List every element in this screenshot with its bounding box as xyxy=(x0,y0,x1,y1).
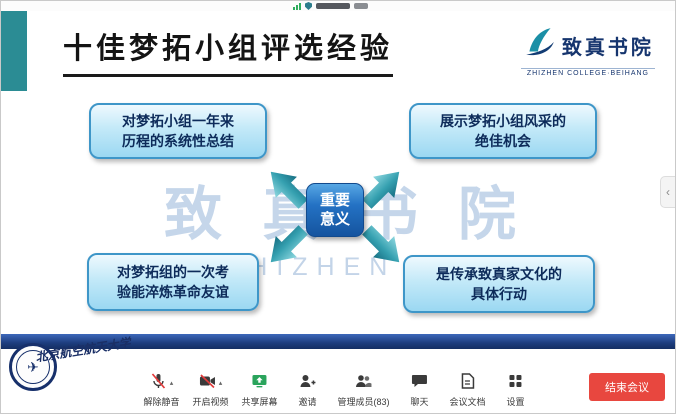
slide-title: 十佳梦拓小组评选经验 xyxy=(63,25,394,77)
settings-button[interactable]: 设置 xyxy=(499,373,533,408)
settings-icon xyxy=(507,372,525,395)
university-logo: ✈ 北京航空航天大学 xyxy=(9,336,132,409)
college-name-en: ZHIZHEN COLLEGE·BEIHANG xyxy=(520,68,655,77)
meeting-topbar xyxy=(1,1,675,11)
camera-off-icon xyxy=(199,372,217,395)
mic-options-caret[interactable]: ▴ xyxy=(169,379,174,387)
tool-label: 设置 xyxy=(506,397,525,407)
meeting-footer: ✈ 北京航空航天大学 ▴ 解除静音 xyxy=(1,336,675,413)
manage-members-button[interactable]: 管理成员(83) xyxy=(338,373,390,408)
network-signal-icon xyxy=(293,2,301,10)
microphone-muted-icon xyxy=(150,372,168,395)
college-name-cn: 致真书院 xyxy=(561,37,654,59)
slide-box-bottom-right: 是传承致真家文化的 具体行动 xyxy=(403,255,595,313)
chat-icon xyxy=(411,372,429,395)
tool-label: 管理成员(83) xyxy=(337,397,390,407)
slide-bottom-bar xyxy=(1,334,675,349)
unmute-button[interactable]: ▴ 解除静音 xyxy=(143,372,180,408)
slide-box-bottom-left: 对梦拓组的一次考 验能淬炼革命友谊 xyxy=(87,253,259,311)
tool-label: 开启视频 xyxy=(192,397,229,407)
share-screen-icon xyxy=(250,372,268,395)
tool-label: 聊天 xyxy=(410,397,429,407)
meeting-duration-pill xyxy=(354,3,368,9)
invite-button[interactable]: 邀请 xyxy=(291,373,325,408)
meeting-docs-button[interactable]: 会议文档 xyxy=(449,372,486,408)
meeting-id-pill xyxy=(316,3,350,9)
slide-box-top-right: 展示梦拓小组风采的 绝佳机会 xyxy=(409,103,597,159)
start-video-button[interactable]: ▴ 开启视频 xyxy=(192,373,228,408)
slide-box-top-left: 对梦拓小组一年来 历程的系统性总结 xyxy=(89,103,267,159)
meeting-toolbar: ▴ 解除静音 ▴ 开启视频 xyxy=(143,372,533,408)
university-emblem-icon: ✈ xyxy=(9,343,57,391)
university-name: 北京航空航天大学 xyxy=(34,335,132,365)
shared-slide: 十佳梦拓小组评选经验 致真书院 ZHIZHEN COLLEGE·BEIHANG … xyxy=(1,11,675,353)
members-icon xyxy=(355,372,373,395)
slide-center-badge: 重要 意义 xyxy=(306,183,364,237)
chat-button[interactable]: 聊天 xyxy=(403,373,437,408)
invite-icon xyxy=(299,372,317,395)
meeting-docs-icon xyxy=(459,372,477,395)
sail-logo-icon xyxy=(522,25,558,66)
share-screen-button[interactable]: 共享屏幕 xyxy=(241,372,278,408)
tool-label: 共享屏幕 xyxy=(241,397,278,407)
chevron-left-icon: ‹ xyxy=(666,185,670,199)
meeting-topbar-icons[interactable] xyxy=(293,2,368,10)
panel-collapse-handle[interactable]: ‹ xyxy=(660,176,675,208)
college-logo: 致真书院 ZHIZHEN COLLEGE·BEIHANG xyxy=(520,25,655,77)
tool-label: 会议文档 xyxy=(449,397,486,407)
security-shield-icon xyxy=(305,2,312,10)
end-meeting-button[interactable]: 结束会议 xyxy=(589,373,665,401)
slide-accent-block xyxy=(1,11,27,91)
tool-label: 解除静音 xyxy=(143,397,180,407)
video-options-caret[interactable]: ▴ xyxy=(218,379,223,387)
tool-label: 邀请 xyxy=(298,397,317,407)
